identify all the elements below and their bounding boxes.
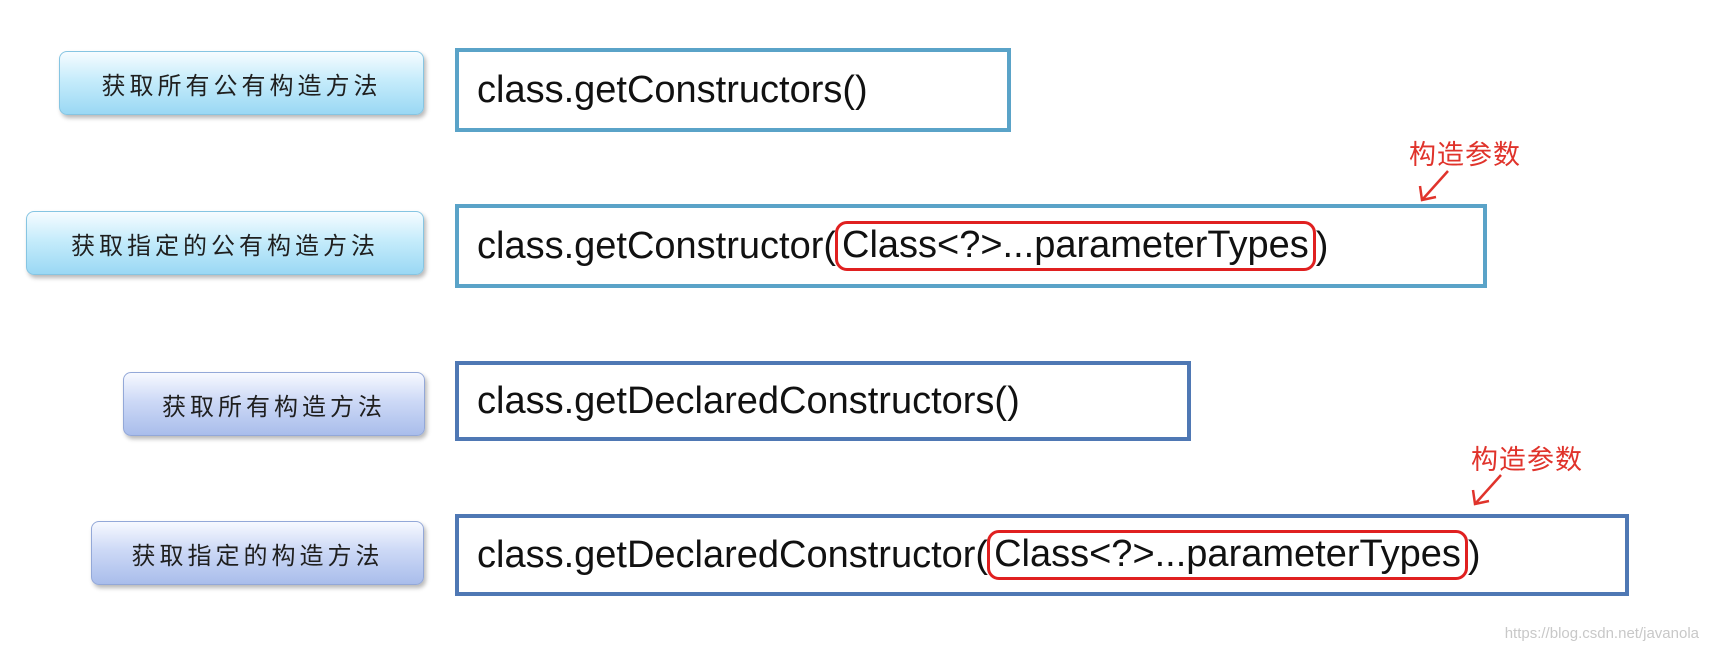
label-text: 获取所有公有构造方法 — [101, 71, 382, 100]
code-box-get-declared-constructor: class.getDeclaredConstructor(Class<?>...… — [455, 514, 1629, 596]
code-method: class.getDeclaredConstructor( — [477, 533, 989, 576]
highlighted-parameter: Class<?>...parameterTypes — [835, 221, 1316, 271]
label-text: 获取所有构造方法 — [162, 392, 386, 421]
code-close-paren: ) — [1315, 224, 1329, 267]
highlighted-parameter: Class<?>...parameterTypes — [987, 530, 1468, 580]
annotation-constructor-params-1: 构造参数 — [1409, 140, 1521, 171]
annotation-constructor-params-2: 构造参数 — [1471, 445, 1583, 476]
code-method: class.getConstructor( — [477, 224, 837, 267]
annotation-arrow-2 — [1471, 474, 1502, 506]
label-text: 获取指定的构造方法 — [131, 541, 384, 570]
code-text: class.getDeclaredConstructors() — [477, 379, 1020, 422]
label-text: 获取指定的公有构造方法 — [71, 231, 379, 260]
label-get-specified-public-constructor: 获取指定的公有构造方法 — [26, 211, 424, 275]
code-box-get-constructor: class.getConstructor(Class<?>...paramete… — [455, 204, 1487, 288]
code-text: class.getConstructors() — [477, 68, 868, 111]
code-box-get-constructors: class.getConstructors() — [455, 48, 1011, 132]
label-get-all-constructors: 获取所有构造方法 — [123, 372, 425, 436]
code-box-get-declared-constructors: class.getDeclaredConstructors() — [455, 361, 1191, 441]
label-get-specified-constructor: 获取指定的构造方法 — [91, 521, 424, 585]
code-close-paren: ) — [1467, 533, 1481, 576]
watermark: https://blog.csdn.net/javanola — [1504, 625, 1699, 642]
annotation-arrow-1 — [1418, 170, 1449, 202]
label-get-all-public-constructors: 获取所有公有构造方法 — [59, 51, 424, 115]
